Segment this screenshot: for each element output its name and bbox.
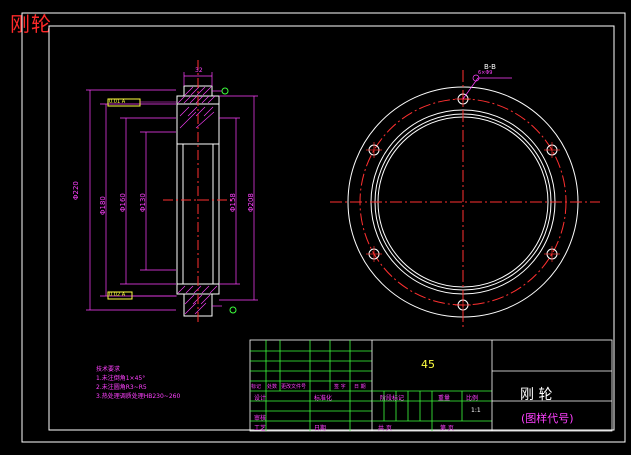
header-sign: 签 字 xyxy=(334,384,346,390)
dim-label: Φ208 xyxy=(247,193,255,212)
tech-req-item: 2.未注圆角R3~R5 xyxy=(96,384,147,391)
header-count: 处数 xyxy=(267,384,278,390)
dim-label: Φ130 xyxy=(139,193,147,212)
datum-marker-bottom xyxy=(229,306,237,314)
header-change-doc: 更改文件号 xyxy=(281,384,307,390)
hole-leader xyxy=(462,77,479,100)
front-view xyxy=(330,70,600,330)
top-hatch xyxy=(177,86,216,129)
tech-req-item: 1.未注倒角1×45° xyxy=(96,375,146,382)
datum-marker-top xyxy=(221,87,229,95)
inner-border xyxy=(48,25,615,431)
sheet-no-label: 第 页 xyxy=(440,425,454,432)
dim-label: Φ180 xyxy=(99,196,107,215)
designer-label: 设计 xyxy=(254,395,267,402)
dim-label: Φ220 xyxy=(72,181,80,200)
tolerance-frame-top xyxy=(107,98,141,107)
tech-req-heading: 技术要求 xyxy=(96,366,121,373)
hole-label: 6×Φ9 xyxy=(478,70,493,76)
reviewer-label: 审核 xyxy=(254,415,267,422)
dim-label: Φ158 xyxy=(229,193,237,212)
dim-label: Φ160 xyxy=(119,193,127,212)
bottom-hatch xyxy=(177,285,218,315)
section-note: B-B xyxy=(484,63,496,71)
header-date: 日 期 xyxy=(354,384,366,390)
process-label: 工艺 xyxy=(254,425,267,432)
standard-label: 标准化 xyxy=(314,395,333,402)
tech-req-item: 3.热处理调质处理HB230~260 xyxy=(96,393,181,400)
stage-mark-label: 阶段标记 xyxy=(380,395,405,402)
weight-label: 重量 xyxy=(438,395,451,402)
scale-ratio-value: 45 xyxy=(421,358,435,371)
drawing-code: (图样代号) xyxy=(521,412,574,425)
tolerance-text: 0.01 A xyxy=(109,99,126,105)
section-view xyxy=(86,60,258,325)
ratio-label: 比例 xyxy=(466,395,479,402)
bolt-hole-centers xyxy=(366,91,560,313)
drawing-title: 刚轮 xyxy=(10,12,52,36)
part-name: 刚 轮 xyxy=(520,387,553,403)
header-mark: 标记 xyxy=(251,384,262,390)
date-label: 日期 xyxy=(314,425,327,432)
dim-label: 32 xyxy=(195,67,203,74)
tolerance-frame-bottom xyxy=(107,291,133,300)
tolerance-text: 0.02 A xyxy=(109,292,126,298)
scale-value: 1:1 xyxy=(471,407,481,414)
outer-border xyxy=(21,12,626,443)
total-sheets-label: 共 页 xyxy=(378,425,392,432)
section-dimensions xyxy=(86,72,258,311)
title-block-grid xyxy=(249,339,613,432)
